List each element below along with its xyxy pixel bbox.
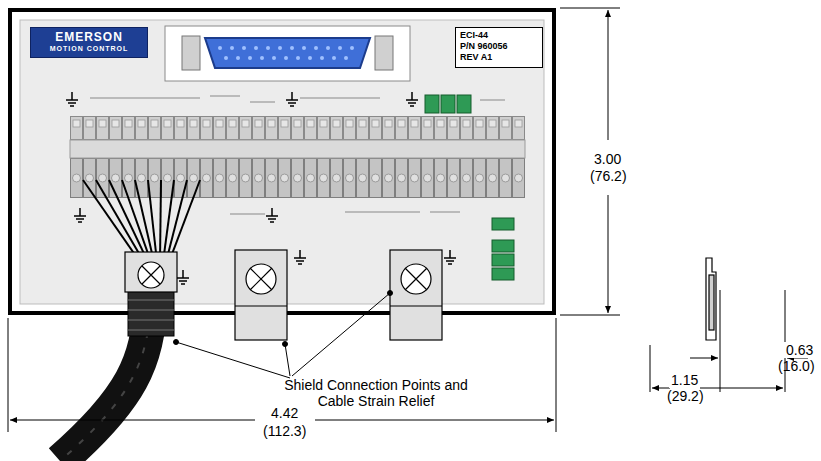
- dimension-text: 0.63: [784, 342, 815, 358]
- dimension-text: 1.15: [669, 372, 700, 388]
- label-text: REV A1: [460, 52, 538, 63]
- dimension-text: (16.0): [776, 358, 817, 374]
- dimension-text: 3.00: [592, 151, 623, 167]
- label-text: P/N 960056: [460, 41, 538, 52]
- label-text: ECI-44: [460, 30, 538, 41]
- label-text: EMERSON: [35, 30, 143, 44]
- callout-note: Shield Connection Points and Cable Strai…: [274, 377, 478, 409]
- part-label: ECI-44P/N 960056REV A1: [455, 27, 543, 68]
- dimension-text: (112.3): [261, 423, 308, 439]
- label-text: MOTION CONTROL: [35, 44, 143, 53]
- dimension-text: (76.2): [588, 168, 629, 184]
- dimension-text: 4.42: [269, 405, 300, 421]
- dimension-text: (29.2): [665, 388, 706, 404]
- logo-badge: EMERSONMOTION CONTROL: [30, 27, 148, 58]
